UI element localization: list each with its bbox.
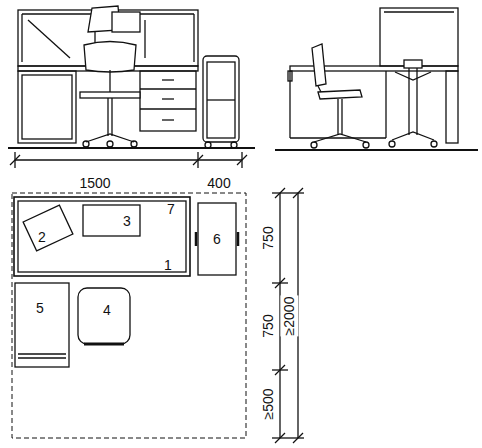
dimension-label: 1500 bbox=[79, 176, 110, 190]
callout-number: 7 bbox=[167, 202, 175, 216]
callout-number: 4 bbox=[103, 303, 111, 317]
callout-number: 6 bbox=[213, 232, 221, 246]
callout-number: 2 bbox=[38, 230, 46, 244]
dimension-label: 750 bbox=[261, 226, 275, 249]
callout-number: 5 bbox=[36, 301, 44, 315]
dimension-label: 400 bbox=[207, 176, 230, 190]
callout-number: 3 bbox=[123, 214, 131, 228]
dimension-label: ≥2000 bbox=[280, 296, 298, 337]
callout-number: 1 bbox=[164, 258, 172, 272]
dimension-label: ≥500 bbox=[261, 388, 275, 419]
dimension-label: 750 bbox=[261, 314, 275, 337]
